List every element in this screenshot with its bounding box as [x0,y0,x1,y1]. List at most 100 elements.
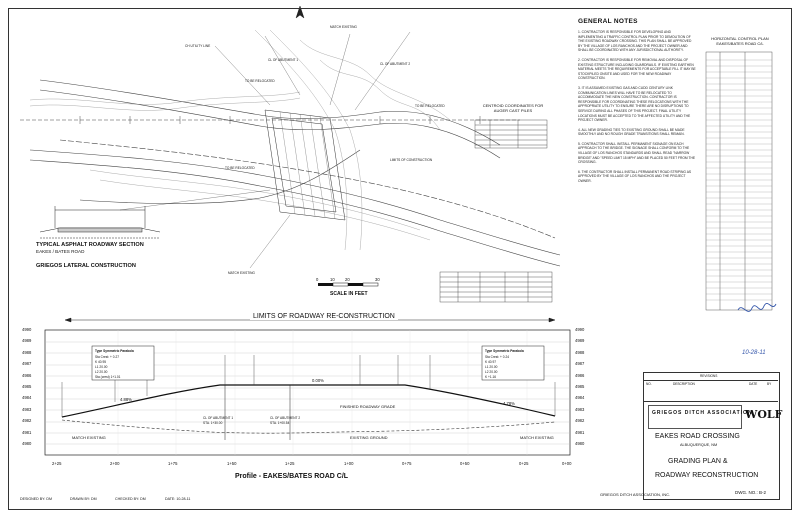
callout-match-existing-bottom: MATCH EXISTING [228,271,255,275]
abutment-1-station: STA. 1+30.00 [203,421,223,425]
parabola-left-line-3: L1 20.00 [95,365,108,369]
elev-right-4984: 4984 [575,395,585,400]
sheet-title-2: ROADWAY RECONSTRUCTION [655,472,759,479]
general-notes-list: 1. CONTRACTOR IS RESPONSIBLE FOR DEVELOP… [578,30,696,184]
firm-logo-right: WOLF [745,408,783,421]
sheet-border [8,8,792,510]
centroid-table-title: CENTROID COORDINATES FOR AUGER CAST PILE… [482,103,544,113]
footer-date: DATE: 10-28-11 [165,497,191,501]
parabola-right-title: Type Symmetric Parabola [485,349,524,353]
abutment-2-station: STA. 1+00.54 [270,421,290,425]
footer-drawn: DRAWN BY: DM [70,497,97,501]
sheet-title-1: GRADING PLAN & [668,458,728,465]
elev-left-4983: 4983 [22,407,32,412]
general-note-5: 5. CONTRACTOR SHALL INSTALL PERMANENT SI… [578,141,696,165]
parabola-left-line-4: L2 20.00 [95,370,108,374]
abutment-1-label: CL OF ABUTMENT 1 [203,416,234,420]
station-0-25: 0+25 [519,461,529,466]
parabola-right-line-4: L2 20.00 [485,370,498,374]
control-table-title: HORIZONTAL CONTROL PLAN EAKES/BATES ROAD… [711,36,769,46]
callout-relocated-3: TO BE RELOCATED [225,166,255,170]
revisions-col-no: NO. [646,382,652,386]
slope-center: 0.00% [312,378,324,383]
sheet-number: DWG. NO.: B-2 [735,490,767,495]
scale-label: SCALE IN FEET [330,291,368,297]
slope-left: 4.88% [120,397,132,402]
elev-left-4988: 4988 [22,350,32,355]
scale-tick-10: 10 [330,277,335,282]
elev-left-4982: 4982 [22,418,32,423]
elev-right-4983: 4983 [575,407,585,412]
firm-logo-left: GRIEGOS DITCH ASSOCIATION [648,405,752,429]
elev-right-4988: 4988 [575,350,585,355]
existing-ground-label: EXISTING GROUND [350,435,388,440]
elev-left-4980: 4980 [22,441,32,446]
scale-tick-0: 0 [316,277,319,282]
elev-right-4989: 4989 [575,338,585,343]
footer-checked: CHECKED BY: DM [115,497,146,501]
callout-relocated-2: TO BE RELOCATED [415,104,445,108]
elev-right-4987: 4987 [575,361,585,366]
griegos-lateral-title: GRIEGOS LATERAL CONSTRUCTION [36,263,136,269]
scale-bar [318,282,379,287]
station-1-25: 1+25 [285,461,295,466]
station-0-00: 0+00 [562,461,572,466]
general-note-3: 3. IT IS ASSUMED EXISTING GAS AND CUDD C… [578,85,691,123]
elev-left-4984: 4984 [22,395,32,400]
typical-section-subtitle: EAKES / BATES ROAD [36,249,85,254]
parabola-left-line-2: K 40.95 [95,360,106,364]
signature-date: 10-28-11 [742,350,766,356]
callout-abutment-1: CL OF ABUTMENT 1 [268,58,299,62]
elev-right-4986: 4986 [575,373,585,378]
callout-relocated-1: TO BE RELOCATED [245,79,275,83]
revisions-col-by: BY [767,382,772,386]
client-name: GRIEGOS DITCH ASSOCIATION, INC. [600,492,671,497]
elev-right-4980: 4980 [575,441,585,446]
callout-match-existing-top: MATCH EXISTING [330,25,357,29]
station-1-75: 1+75 [168,461,178,466]
elev-left-4985: 4985 [22,384,32,389]
parabola-right-line-3: L1 20.00 [485,365,498,369]
scale-tick-30: 30 [375,277,380,282]
match-existing-right: MATCH EXISTING [520,435,554,440]
revisions-title: REVISIONS [700,374,718,378]
abutment-2-label: CL OF ABUTMENT 2 [270,416,301,420]
general-note-4: 4. ALL NEW GRADING TIES TO EXISTING GROU… [578,127,685,137]
elev-right-4981: 4981 [575,430,585,435]
parabola-left-line-1: Sta Crest: + 0.27 [95,355,120,359]
station-2-00: 2+00 [110,461,120,466]
profile-title: LIMITS OF ROADWAY RE-CONSTRUCTION [250,313,398,320]
station-1-50: 1+50 [227,461,237,466]
project-title: EAKES ROAD CROSSING [655,433,740,440]
elev-left-4981: 4981 [22,430,32,435]
elev-left-4990: 4990 [22,327,32,332]
station-0-75: 0+75 [402,461,412,466]
elev-right-4985: 4985 [575,384,585,389]
revisions-col-desc: DESCRIPTION [673,382,695,386]
scale-tick-20: 20 [345,277,350,282]
station-2-25: 2+25 [52,461,62,466]
finished-grade-label: FINISHED ROADWAY GRADE [340,404,396,409]
title-block [643,372,780,500]
parabola-left-title: Type Symmetric Parabola [95,349,134,353]
station-0-50: 0+50 [460,461,470,466]
firm-left-name: GRIEGOS DITCH ASSOCIATION [652,410,753,416]
parabola-right-line-2: K 40.97 [485,360,496,364]
parabola-right-line-5: K +1.16 [485,375,497,379]
slope-right: 4.78% [503,401,515,406]
footer-designed: DESIGNED BY: DM [20,497,52,501]
project-location: ALBUQUERQUE, NM [680,443,718,447]
general-notes-title: GENERAL NOTES [578,18,638,25]
general-note-6: 6. THE CONTRACTOR SHALL INSTALL PERMANEN… [578,169,692,184]
station-1-00: 1+00 [344,461,354,466]
elev-left-4987: 4987 [22,361,32,366]
parabola-left-line-5: Sta (crest) 1+1.01 [95,375,121,379]
callout-limits: LIMITS OF CONSTRUCTION [390,158,433,162]
general-note-1: 1. CONTRACTOR IS RESPONSIBLE FOR DEVELOP… [578,30,692,53]
typical-section-title: TYPICAL ASPHALT ROADWAY SECTION [36,242,144,248]
general-note-2: 2. CONTRACTOR IS RESPONSIBLE FOR REMOVAL… [578,57,696,81]
